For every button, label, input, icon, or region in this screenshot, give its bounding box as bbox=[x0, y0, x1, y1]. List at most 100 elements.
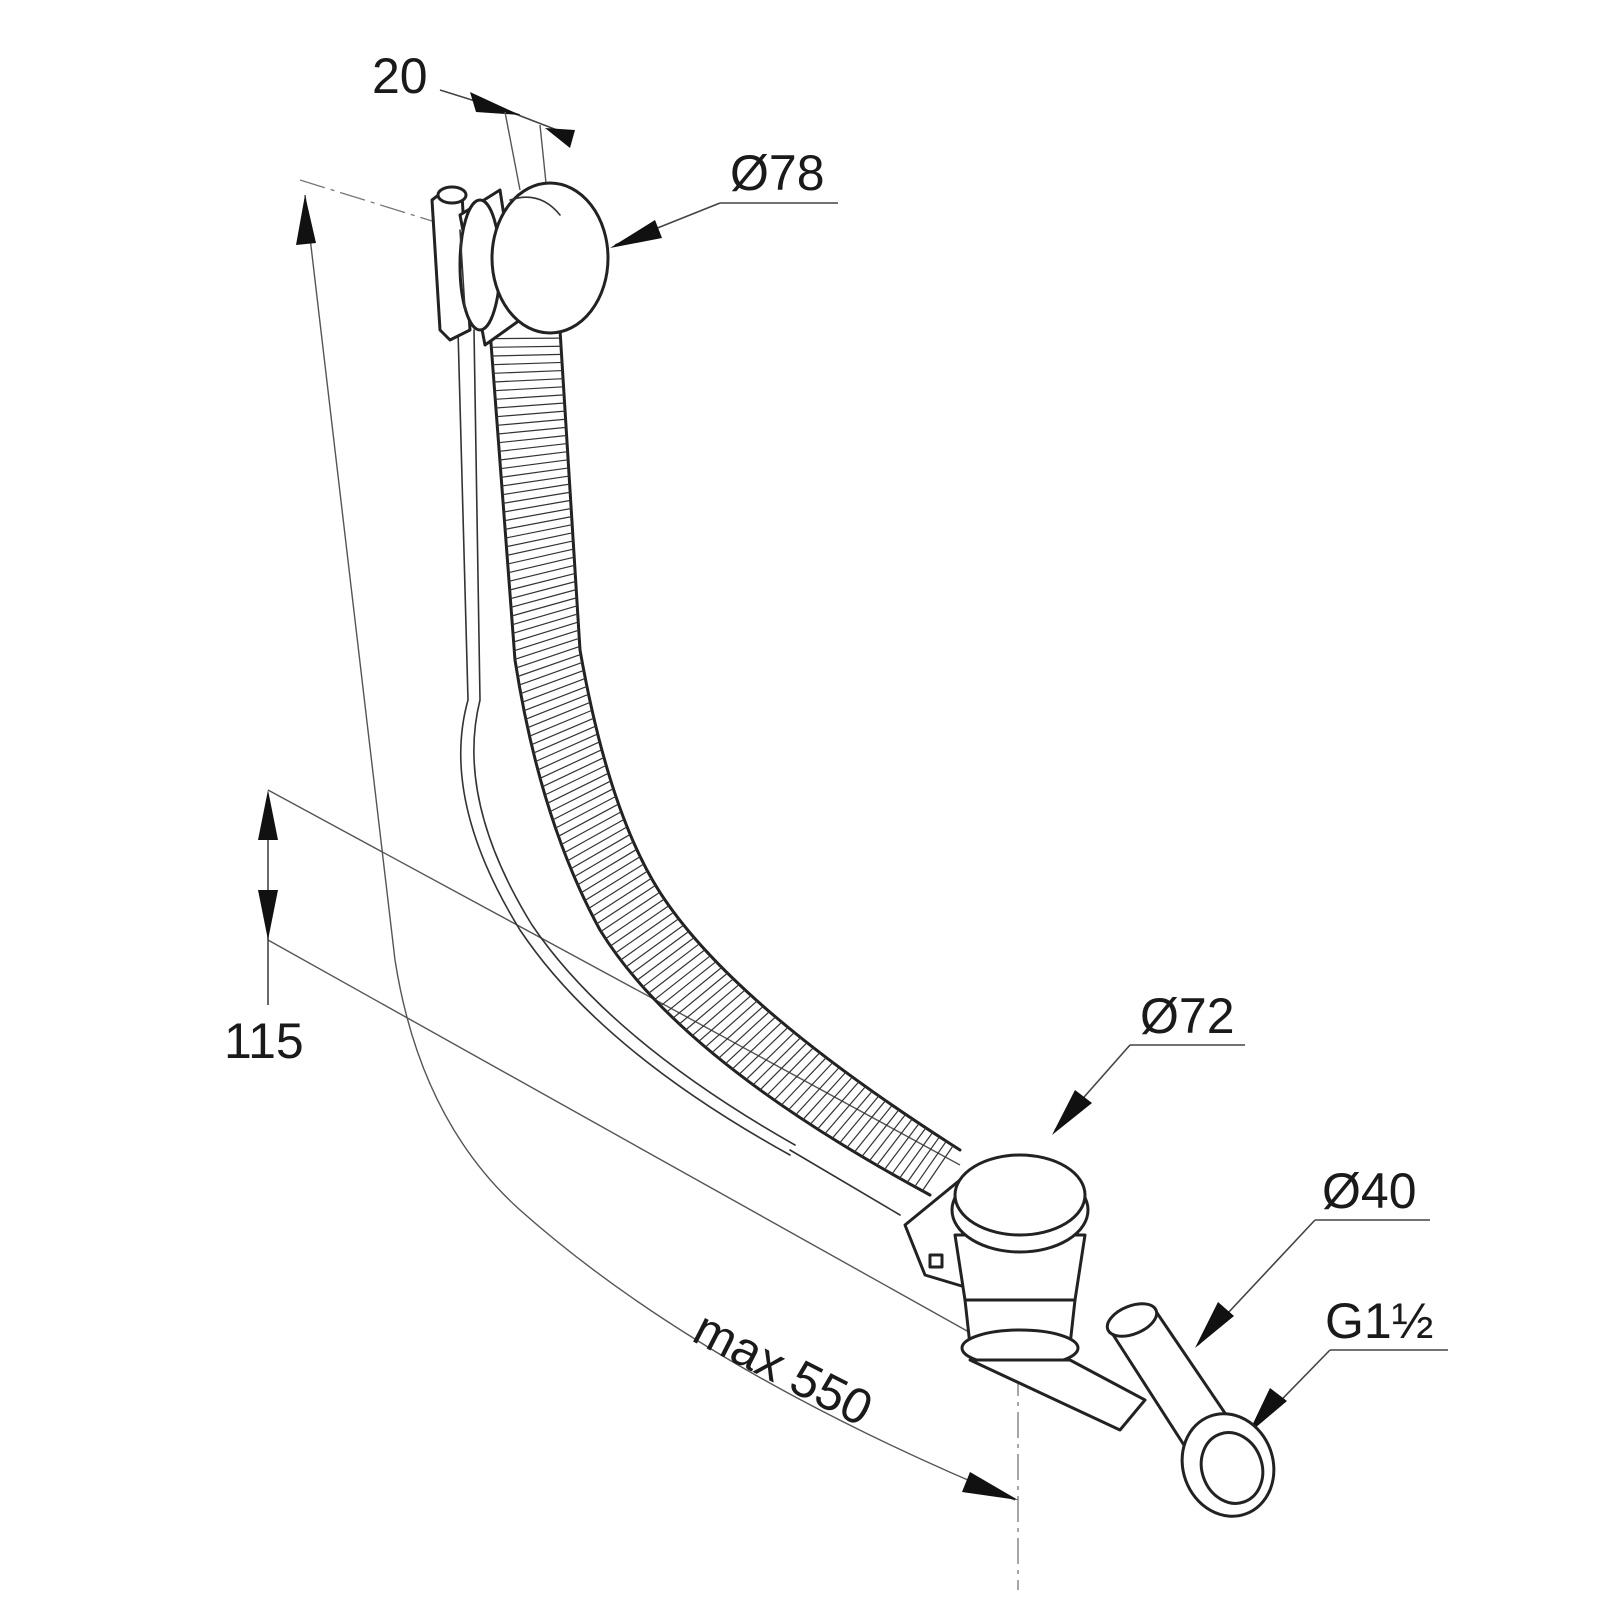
hose-left-edge bbox=[488, 328, 932, 1197]
hose-rib bbox=[600, 891, 661, 932]
arrow-left-top bbox=[296, 195, 316, 245]
connector-clip bbox=[928, 1253, 944, 1269]
hose-rib bbox=[891, 1127, 927, 1175]
hose-rib bbox=[535, 733, 598, 763]
drain-cap-top bbox=[953, 1153, 1087, 1237]
hose-rib bbox=[839, 1095, 880, 1144]
hose-rib bbox=[876, 1118, 913, 1166]
hose-rib bbox=[738, 1026, 789, 1075]
hose-rib bbox=[506, 540, 574, 556]
hose-rib bbox=[493, 378, 564, 383]
waste-pipe bbox=[968, 1358, 1147, 1432]
hose-rib bbox=[555, 795, 617, 829]
hose-rib bbox=[499, 451, 568, 461]
hose-rib bbox=[846, 1100, 886, 1148]
hose-rib bbox=[795, 1066, 840, 1116]
hose-rib bbox=[542, 757, 605, 788]
hose-rib bbox=[592, 877, 652, 917]
corrugated-hose bbox=[488, 328, 962, 1197]
hose-rib bbox=[883, 1123, 920, 1170]
hose-rib bbox=[504, 507, 572, 522]
hose-rib bbox=[648, 949, 706, 994]
hose-rib bbox=[558, 803, 619, 837]
overflow-assembly bbox=[430, 181, 610, 347]
hose-rib bbox=[531, 717, 595, 746]
arrow-72 bbox=[1052, 1090, 1092, 1135]
hose-rib bbox=[759, 1042, 808, 1091]
hose-rib bbox=[508, 564, 575, 582]
hose-rib bbox=[672, 972, 728, 1019]
tub-contour-guide bbox=[304, 194, 1016, 1501]
arrow-20-left bbox=[470, 92, 520, 115]
dimension-labels: 20 Ø78 115 Ø72 Ø40 G1½ max 550 bbox=[224, 48, 1433, 1437]
hose-rib bbox=[513, 621, 579, 643]
hose-rib bbox=[802, 1071, 847, 1120]
overflow-cap-highlight bbox=[509, 196, 561, 216]
hose-rib bbox=[505, 524, 573, 539]
label-diam-78: Ø78 bbox=[730, 145, 825, 201]
hose-rib bbox=[506, 532, 573, 548]
dimension-lines bbox=[258, 89, 1448, 1590]
hose-rib bbox=[660, 961, 717, 1007]
hose-rib bbox=[512, 605, 578, 626]
hose-rib bbox=[921, 1145, 954, 1192]
hose-rib bbox=[745, 1032, 795, 1081]
arrow-78 bbox=[610, 220, 662, 248]
hose-rib bbox=[496, 410, 566, 418]
hose-rib bbox=[698, 995, 752, 1042]
hose-rib bbox=[520, 669, 584, 695]
hose-rib bbox=[491, 353, 562, 357]
arrow-max550 bbox=[962, 1472, 1018, 1500]
arrow-40 bbox=[1195, 1302, 1234, 1348]
hose-rib bbox=[636, 937, 695, 981]
hose-rib bbox=[584, 863, 645, 902]
bowden-cable bbox=[457, 329, 901, 1216]
hose-rib bbox=[610, 905, 670, 947]
hose-rib bbox=[504, 516, 572, 530]
hose-rib bbox=[725, 1016, 776, 1065]
arrow-20-right bbox=[545, 128, 575, 148]
hose-rib bbox=[510, 580, 576, 600]
hose-rib bbox=[499, 442, 568, 452]
hose-rib bbox=[517, 653, 581, 678]
hose-rib bbox=[615, 911, 675, 954]
hose-rib bbox=[780, 1057, 827, 1106]
hose-rib bbox=[507, 548, 574, 565]
hose-rib bbox=[854, 1104, 893, 1153]
ext-line-115-bottom bbox=[267, 939, 1011, 1356]
hose-rib bbox=[654, 955, 711, 1001]
hose-rib bbox=[731, 1021, 783, 1070]
arrow-g bbox=[1248, 1388, 1287, 1434]
cable-end bbox=[789, 1149, 901, 1216]
hose-rib bbox=[537, 741, 600, 771]
hose-rib bbox=[906, 1136, 940, 1183]
hose-rib bbox=[561, 811, 622, 846]
hose-rib bbox=[766, 1047, 814, 1096]
label-diam-72: Ø72 bbox=[1140, 988, 1235, 1044]
hose-rib bbox=[529, 709, 593, 737]
hose-rib bbox=[502, 483, 570, 496]
hose-rib bbox=[523, 685, 588, 712]
hose-rib bbox=[588, 870, 648, 909]
hose-rib bbox=[500, 459, 569, 470]
label-20: 20 bbox=[372, 48, 428, 104]
hose-rib bbox=[577, 848, 638, 886]
hose-rib bbox=[899, 1132, 934, 1179]
hose-rib bbox=[512, 613, 578, 634]
hose-rib bbox=[501, 467, 569, 478]
hose-rib bbox=[625, 924, 685, 968]
overflow-cap bbox=[490, 181, 610, 335]
hose-rib bbox=[642, 943, 700, 988]
hose-rib bbox=[539, 749, 603, 779]
hose-rib bbox=[501, 475, 570, 487]
hose-rib bbox=[525, 693, 589, 720]
hose-rib bbox=[718, 1011, 770, 1059]
hose-rib bbox=[824, 1086, 867, 1135]
hose-rib bbox=[573, 841, 634, 878]
label-diam-40: Ø40 bbox=[1322, 1163, 1417, 1219]
hose-rib bbox=[509, 572, 576, 591]
hose-rib bbox=[831, 1090, 873, 1139]
hose-rib bbox=[527, 701, 591, 729]
